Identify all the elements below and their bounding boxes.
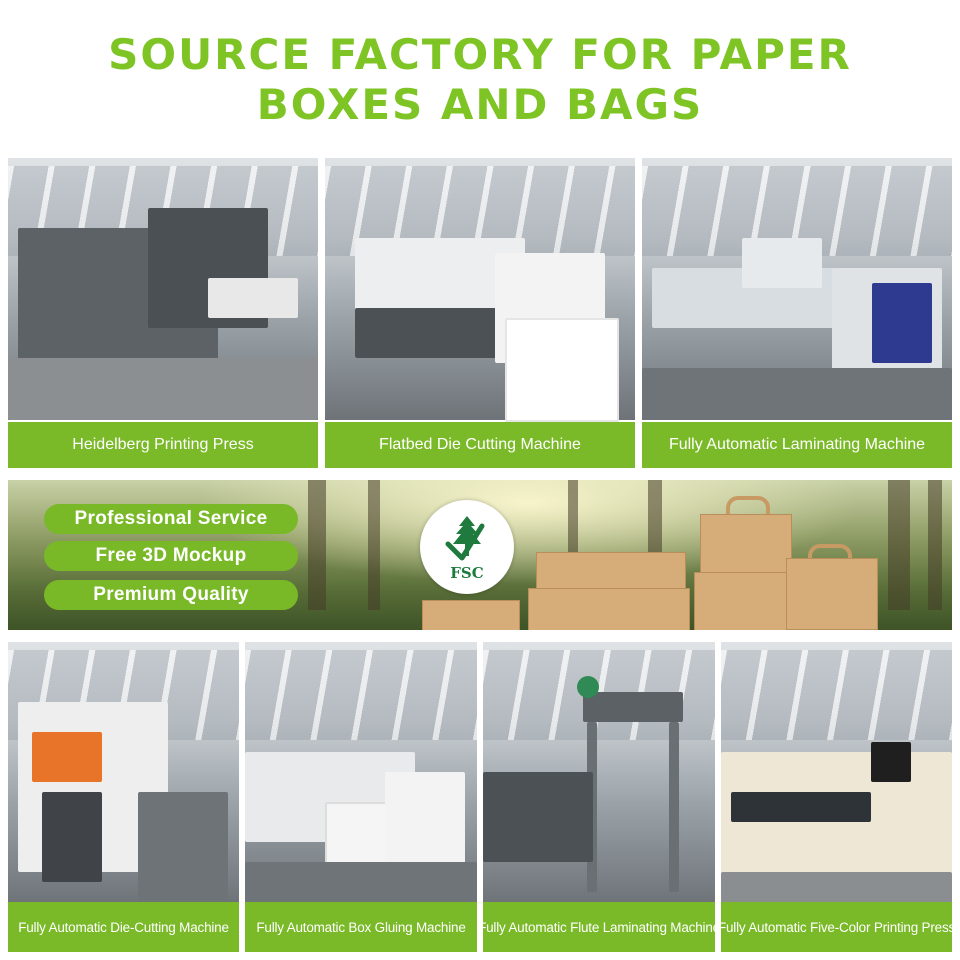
forest-banner: Professional Service Free 3D Mockup Prem… — [8, 480, 952, 630]
factory-photo — [245, 642, 477, 904]
feature-free-3d-mockup: Free 3D Mockup — [44, 541, 298, 571]
tile-flatbed-die-cutting-machine: Flatbed Die Cutting Machine — [325, 158, 635, 468]
kraft-box — [528, 588, 690, 630]
fsc-logo-text: FSC — [450, 564, 484, 582]
tile-heidelberg-printing-press: Heidelberg Printing Press — [8, 158, 318, 468]
kraft-bag — [786, 558, 878, 630]
feature-premium-quality: Premium Quality — [44, 580, 298, 610]
tile-fully-automatic-laminating-machine: Fully Automatic Laminating Machine — [642, 158, 952, 468]
tile-flute-laminating-machine: Fully Automatic Flute Laminating Machine — [483, 642, 715, 952]
tile-five-color-printing-press: Fully Automatic Five-Color Printing Pres… — [721, 642, 952, 952]
tile-caption: Flatbed Die Cutting Machine — [325, 422, 635, 468]
feature-professional-service: Professional Service — [44, 504, 298, 534]
tile-caption: Heidelberg Printing Press — [8, 422, 318, 468]
tile-caption: Fully Automatic Five-Color Printing Pres… — [721, 902, 952, 952]
tile-caption: Fully Automatic Flute Laminating Machine — [483, 902, 715, 952]
factory-photo — [483, 642, 715, 904]
page-title: SOURCE FACTORY FOR PAPER BOXES AND BAGS — [0, 30, 960, 130]
tile-caption: Fully Automatic Laminating Machine — [642, 422, 952, 468]
tree-checkmark-icon — [445, 516, 485, 561]
tile-box-gluing-machine: Fully Automatic Box Gluing Machine — [245, 642, 477, 952]
kraft-bag — [422, 600, 520, 630]
kraft-box — [536, 552, 686, 592]
tile-die-cutting-machine: Fully Automatic Die-Cutting Machine — [8, 642, 239, 952]
kraft-box — [694, 572, 792, 630]
factory-photo — [8, 642, 239, 904]
factory-photo — [8, 158, 318, 420]
title-line-1: SOURCE FACTORY FOR PAPER — [108, 30, 852, 79]
tile-caption: Fully Automatic Die-Cutting Machine — [8, 902, 239, 952]
tile-caption: Fully Automatic Box Gluing Machine — [245, 902, 477, 952]
factory-photo — [325, 158, 635, 422]
factory-photo — [721, 642, 952, 904]
factory-photo — [642, 158, 952, 420]
fsc-logo: FSC — [420, 500, 514, 594]
bag-handle — [726, 496, 770, 520]
bag-handle — [808, 544, 852, 566]
title-line-2: BOXES AND BAGS — [256, 80, 704, 129]
